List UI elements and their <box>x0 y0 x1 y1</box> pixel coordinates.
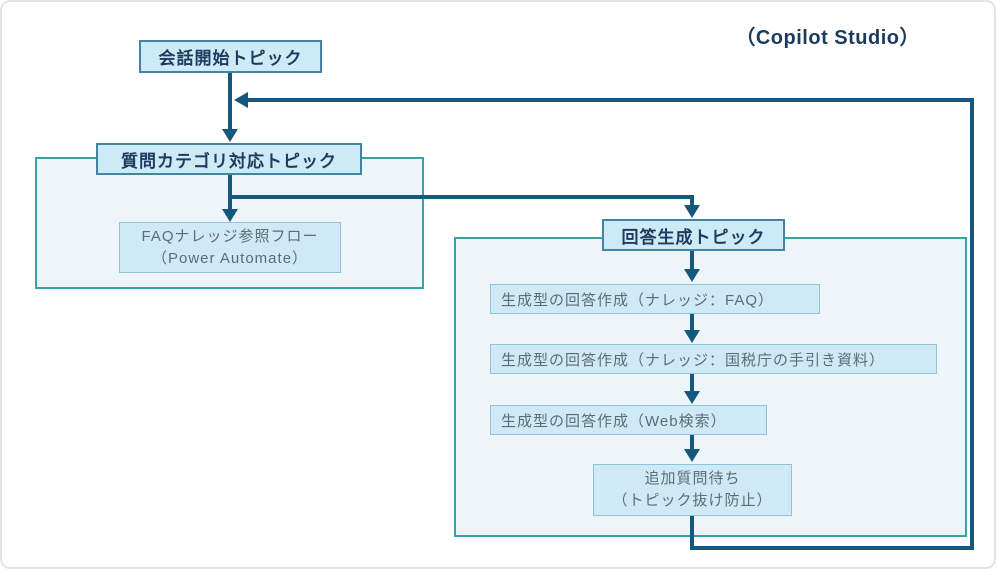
faq-flow-node: FAQナレッジ参照フロー （Power Automate） <box>119 222 341 273</box>
diagram-title: （Copilot Studio） <box>735 27 920 49</box>
gen-answer-faq-label: 生成型の回答作成（ナレッジ：FAQ） <box>501 291 775 309</box>
start-topic-label: 会話開始トピック <box>158 49 303 68</box>
arrowhead-into-answer <box>684 205 700 218</box>
wait-followup-node: 追加質問待ち （トピック抜け防止） <box>593 464 792 516</box>
wait-followup-line1: 追加質問待ち <box>644 470 741 488</box>
faq-flow-line2: （Power Automate） <box>151 249 309 267</box>
wait-followup-line2: （トピック抜け防止） <box>612 492 773 509</box>
answer-topic-node: 回答生成トピック <box>602 219 785 251</box>
gen-answer-web-node: 生成型の回答作成（Web検索） <box>490 405 767 435</box>
gen-answer-web-label: 生成型の回答作成（Web検索） <box>501 412 727 430</box>
gen-answer-nta-label: 生成型の回答作成（ナレッジ：国税庁の手引き資料） <box>501 351 886 369</box>
start-topic-node: 会話開始トピック <box>139 40 322 73</box>
gen-answer-nta-node: 生成型の回答作成（ナレッジ：国税庁の手引き資料） <box>490 344 937 374</box>
arrowhead-into-category <box>222 129 238 142</box>
gen-answer-faq-node: 生成型の回答作成（ナレッジ：FAQ） <box>490 284 820 314</box>
category-topic-node: 質問カテゴリ対応トピック <box>96 143 362 175</box>
category-topic-label: 質問カテゴリ対応トピック <box>121 151 337 171</box>
answer-topic-label: 回答生成トピック <box>621 227 766 247</box>
faq-flow-line1: FAQナレッジ参照フロー <box>141 227 319 245</box>
arrowhead-feedback-left <box>234 92 248 108</box>
